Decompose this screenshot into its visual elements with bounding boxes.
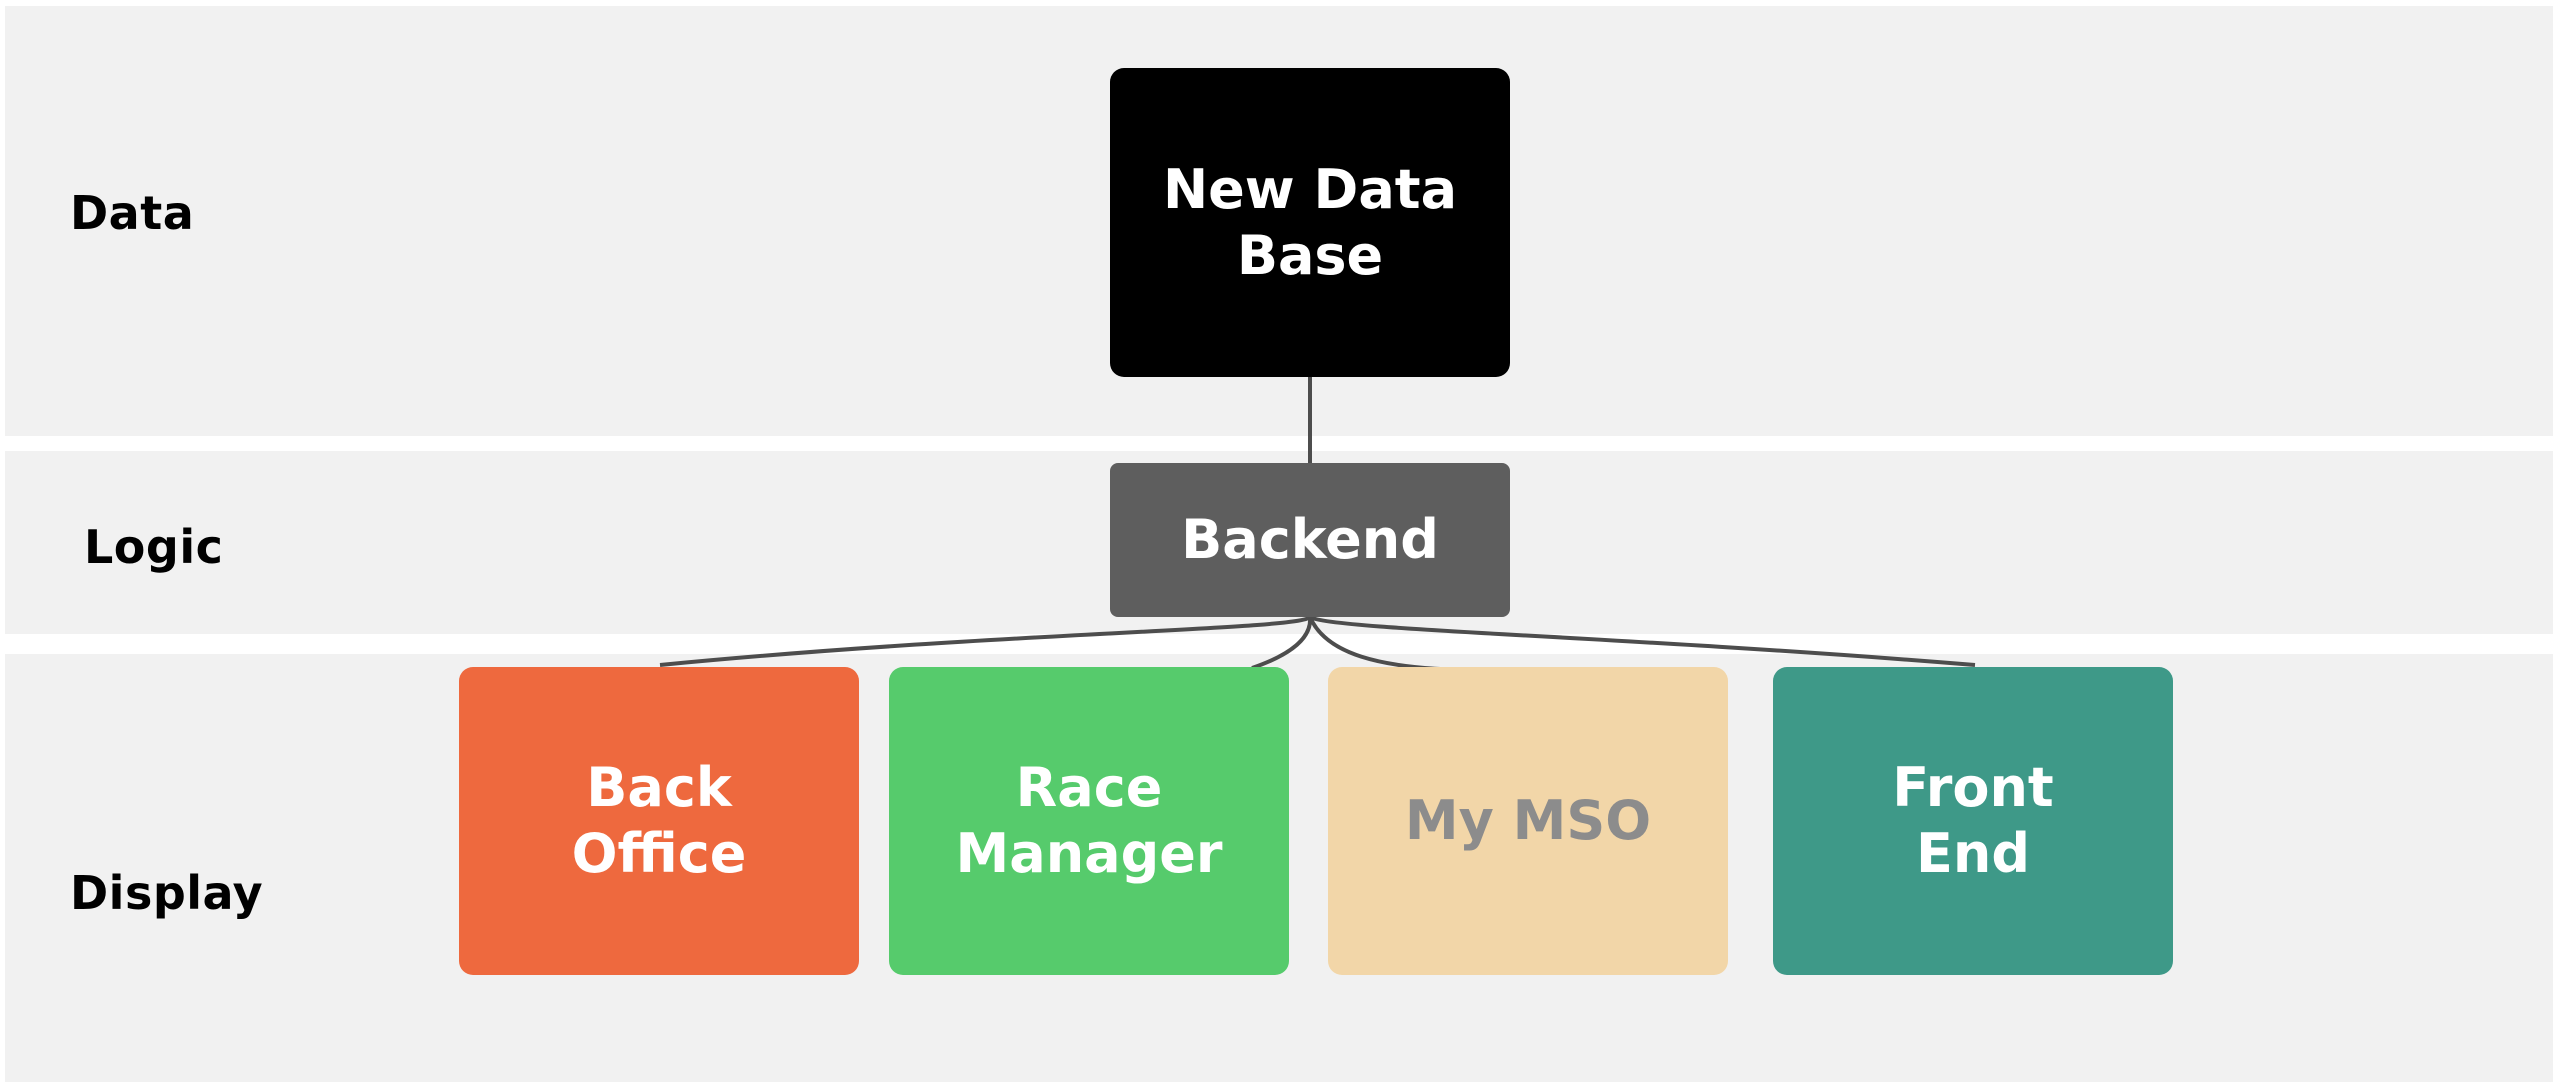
front-end-label: Front End (1892, 756, 2054, 885)
data-layer-label: Data (70, 186, 195, 240)
my-mso-node: My MSO (1328, 667, 1728, 975)
back-office-node: Back Office (459, 667, 859, 975)
new-data-base-node: New Data Base (1110, 68, 1510, 377)
display-layer-label: Display (70, 866, 264, 920)
new-data-base-label: New Data Base (1162, 157, 1458, 287)
back-office-label: Back Office (571, 756, 747, 885)
logic-layer-label: Logic (84, 520, 224, 574)
race-manager-label: Race Manager (955, 756, 1223, 885)
backend-label: Backend (1181, 508, 1439, 571)
my-mso-label: My MSO (1404, 789, 1652, 852)
front-end-node: Front End (1773, 667, 2173, 975)
race-manager-node: Race Manager (889, 667, 1289, 975)
backend-node: Backend (1110, 463, 1510, 617)
